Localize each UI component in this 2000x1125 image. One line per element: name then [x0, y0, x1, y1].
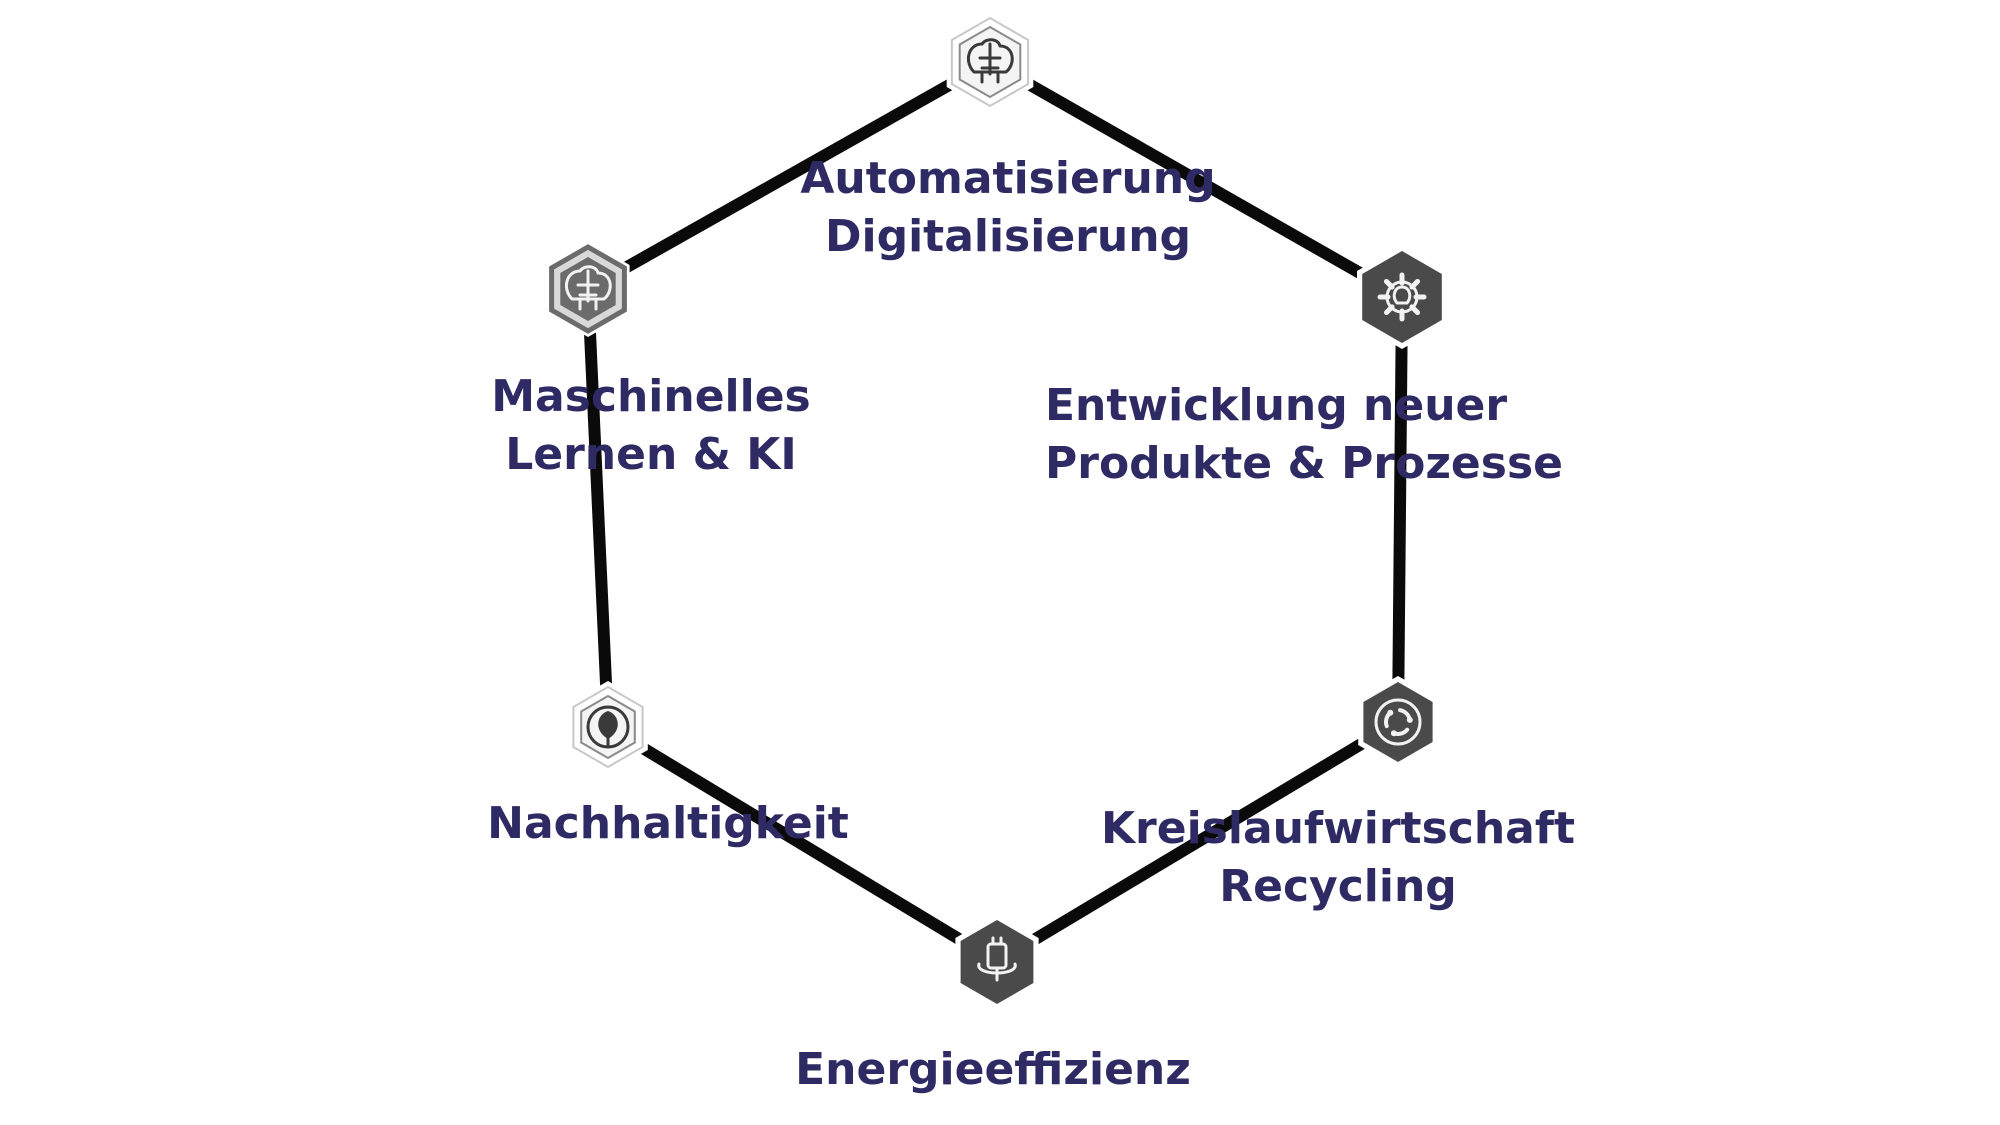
node-label-line: Recycling — [1219, 861, 1457, 912]
node-energieeffizienz: Energieeffizienz — [795, 914, 1191, 1095]
hexagon-edge — [1392, 296, 1408, 723]
leaf-icon — [568, 681, 648, 773]
node-label-line: Kreislaufwirtschaft — [1101, 803, 1575, 854]
hexagon-edge — [987, 56, 1405, 303]
node-label-line: Produkte & Prozesse — [1045, 438, 1563, 489]
node-label-line: Nachhaltigkeit — [487, 798, 849, 849]
node-label-line: Lernen & KI — [505, 429, 797, 480]
hexagon-edges — [582, 56, 1408, 968]
brain-circuit-icon — [946, 12, 1034, 112]
node-label-nachhaltigkeit: Nachhaltigkeit — [487, 798, 849, 849]
node-label-energieeffizienz: Energieeffizienz — [795, 1044, 1191, 1095]
gear-bulb-icon — [1357, 245, 1447, 349]
brain-icon — [546, 241, 630, 337]
node-label-line: Energieeffizienz — [795, 1044, 1191, 1095]
energy-plug-icon — [955, 914, 1039, 1010]
hexagon-edge — [604, 721, 1001, 968]
node-label-line: Automatisierung — [800, 153, 1215, 204]
hexagon-edge — [585, 56, 993, 295]
node-label-line: Maschinelles — [491, 371, 811, 422]
hexagon-edge — [582, 288, 614, 728]
recycle-icon — [1358, 676, 1438, 768]
node-label-line: Entwicklung neuer — [1045, 380, 1507, 431]
hexagon-edge — [993, 716, 1402, 968]
node-label-line: Digitalisierung — [825, 211, 1191, 262]
node-nachhaltigkeit: Nachhaltigkeit — [487, 681, 849, 849]
